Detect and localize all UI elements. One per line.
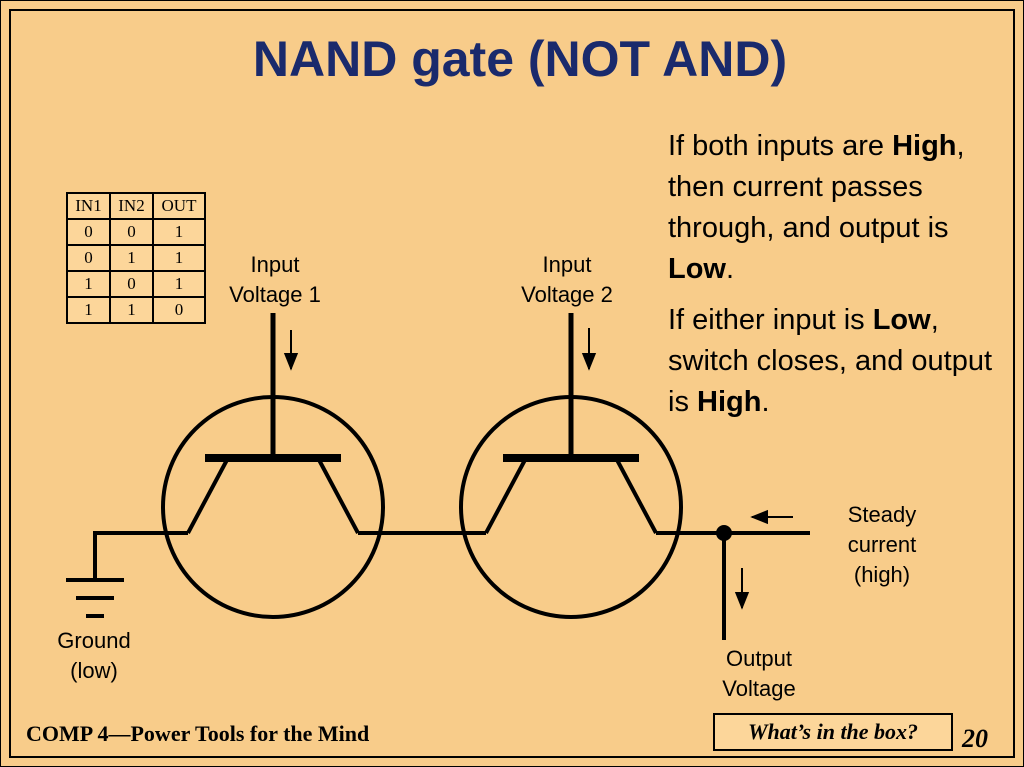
truth-table-cell: 0 (66, 218, 111, 246)
truth-table-row: 1 0 1 (66, 270, 206, 298)
truth-table-cell: 1 (109, 296, 154, 324)
transistor-1-emitter-leg (186, 457, 230, 534)
truth-table-row: 0 0 1 (66, 218, 206, 246)
input-voltage-2-label: Input Voltage 2 (521, 252, 613, 307)
truth-table: IN1 IN2 OUT 0 0 1 0 1 1 1 0 1 1 (66, 192, 206, 324)
slide-title: NAND gate (NOT AND) (252, 31, 788, 87)
truth-table-cell: 1 (66, 296, 111, 324)
truth-table-cell: 0 (152, 296, 206, 324)
truth-table-row: 0 1 1 (66, 244, 206, 272)
course-footer: COMP 4—Power Tools for the Mind (26, 721, 370, 746)
transistor-2-emitter-leg (484, 457, 528, 534)
truth-table-cell: 0 (66, 244, 111, 272)
truth-table-cell: 1 (152, 218, 206, 246)
steady-current-label: Steady current (high) (847, 502, 917, 587)
explanation-paragraph-2: If either input is Low, switch closes, a… (668, 304, 993, 418)
page-number: 20 (962, 724, 988, 753)
whats-in-the-box-button[interactable]: What’s in the box? (713, 713, 953, 751)
transistor-1-collector-leg (316, 457, 360, 534)
truth-table-cell: 1 (109, 244, 154, 272)
truth-table-cell: 1 (152, 244, 206, 272)
ground-symbol (66, 578, 124, 618)
output-voltage-label: Output Voltage (722, 646, 796, 701)
transistor-2-collector-leg (614, 457, 658, 534)
truth-table-header: IN1 (66, 192, 111, 220)
truth-table-header: IN2 (109, 192, 154, 220)
input-voltage-1-label: Input Voltage 1 (229, 252, 321, 307)
truth-table-header-row: IN1 IN2 OUT (66, 192, 206, 220)
explanation-paragraph-1: If both inputs are High, then current pa… (668, 130, 965, 285)
truth-table-cell: 1 (152, 270, 206, 298)
ground-wire (93, 531, 188, 578)
truth-table-cell: 1 (66, 270, 111, 298)
ground-label: Ground (low) (57, 628, 131, 683)
truth-table-cell: 0 (109, 218, 154, 246)
truth-table-cell: 0 (109, 270, 154, 298)
truth-table-header: OUT (152, 192, 206, 220)
explanation-text: If both inputs are High, then current pa… (668, 126, 1008, 433)
truth-table-row: 1 1 0 (66, 296, 206, 324)
